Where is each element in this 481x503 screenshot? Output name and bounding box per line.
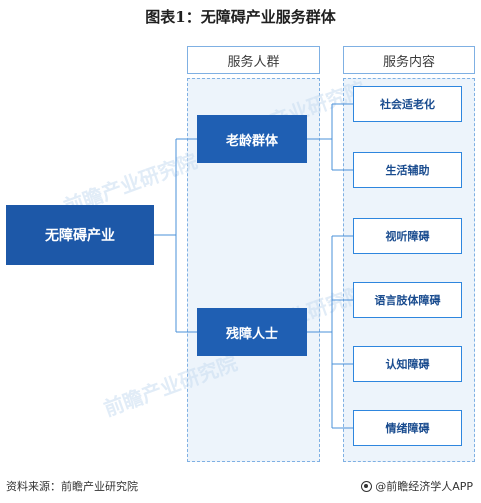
groups-header: 服务人群 <box>187 46 320 74</box>
services-panel <box>343 78 475 462</box>
service-node-audiovisual-impairment: 视听障碍 <box>353 218 462 254</box>
service-node-life-assistance: 生活辅助 <box>353 152 462 188</box>
services-header: 服务内容 <box>343 46 475 74</box>
service-node-aging-adaptation: 社会适老化 <box>353 86 462 122</box>
group-node-elderly: 老龄群体 <box>197 115 307 163</box>
service-node-speech-limb-impairment: 语言肢体障碍 <box>353 282 462 318</box>
brand-logo-icon <box>361 480 373 492</box>
brand-credit: @前瞻经济学人APP <box>361 478 473 494</box>
group-node-disabled: 残障人士 <box>197 308 307 356</box>
service-node-emotional-impairment: 情绪障碍 <box>353 410 462 446</box>
main-node-accessibility-industry: 无障碍产业 <box>6 205 154 265</box>
source-note: 资料来源：前瞻产业研究院 <box>6 480 138 493</box>
chart-title: 图表1：无障碍产业服务群体 <box>145 8 336 26</box>
service-node-cognitive-impairment: 认知障碍 <box>353 346 462 382</box>
brand-credit-text: @前瞻经济学人APP <box>375 480 473 493</box>
